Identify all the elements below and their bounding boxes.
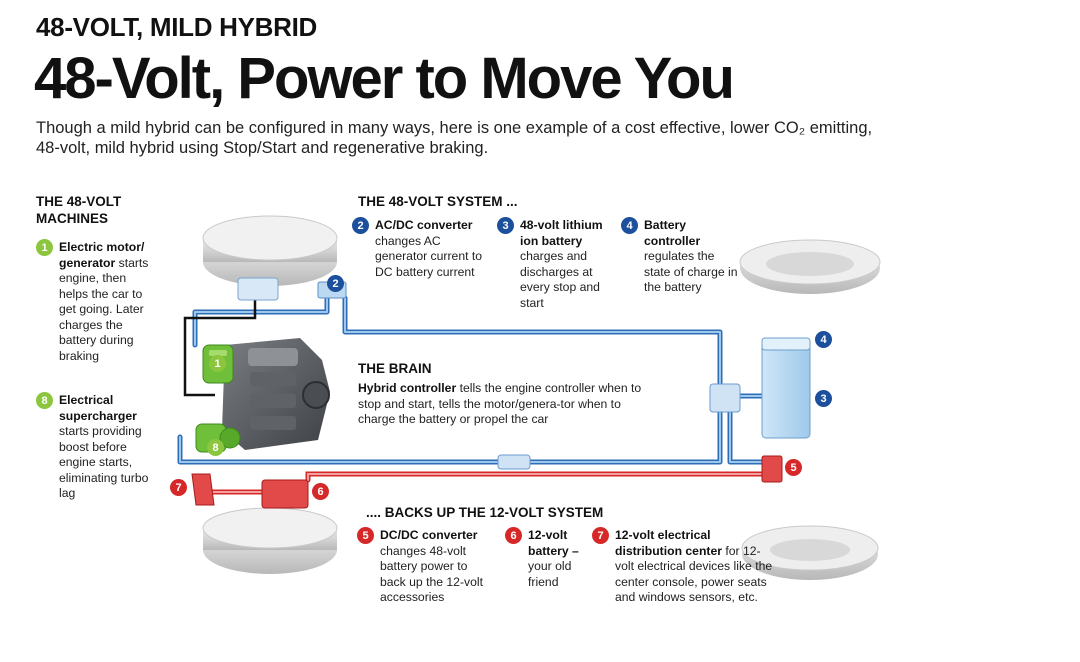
system-item-2: 2 AC/DC converter changes AC generator c… [352, 217, 487, 280]
subtitle: Though a mild hybrid can be configured i… [36, 119, 873, 157]
marker-3: 3 [815, 390, 832, 407]
dcdc-converter-unit [761, 455, 783, 483]
system-item-4: 4 Battery controller regulates the state… [621, 217, 739, 296]
12-volt-wiring [207, 471, 773, 495]
system-item-3-text: charges and discharges at every stop and… [520, 249, 600, 310]
inline-module [497, 454, 531, 470]
machine-item-1-title: Electric motor/ generator [59, 240, 145, 270]
brain-text: tells the engine controller when to stop… [358, 381, 642, 426]
backup-item-7-text: for 12-volt electrical devices like the … [615, 543, 773, 605]
system-item-4-text: regulates the state of charge in the bat… [644, 249, 738, 294]
marker-6: 6 [312, 483, 329, 500]
system-item-4-title: Battery controller [644, 218, 701, 248]
marker-2: 2 [327, 275, 344, 292]
backup-item-5-number: 5 [357, 527, 374, 544]
distribution-center-unit [191, 473, 215, 506]
engine-block [222, 338, 330, 450]
backup-item-6-title: 12-volt battery – [528, 528, 579, 558]
lithium-battery-unit [761, 337, 811, 439]
machine-item-8-title: Electrical supercharger [59, 393, 137, 423]
brain-title: Hybrid controller [358, 381, 457, 395]
12v-battery-unit [261, 479, 309, 509]
rear-right-tire [741, 525, 879, 580]
system-item-2-title: AC/DC converter [375, 218, 473, 232]
system-item-4-number: 4 [621, 217, 638, 234]
machines-heading-line1: THE 48-VOLT [36, 194, 122, 209]
system-item-2-text: changes AC generator current to DC batte… [375, 233, 483, 279]
machine-item-8: 8 Electrical supercharger starts providi… [36, 392, 154, 502]
system-item-3-title: 48-volt lithium ion battery [520, 218, 603, 248]
backup-item-6-number: 6 [505, 527, 522, 544]
system-item-3: 3 48-volt lithium ion battery charges an… [497, 217, 615, 311]
system-item-2-number: 2 [352, 217, 369, 234]
backup-item-6-text: your old friend [528, 559, 572, 589]
rear-left-tire [202, 507, 338, 574]
marker-1: 1 [209, 355, 226, 372]
machine-item-8-number: 8 [36, 392, 53, 409]
backup-item-7-number: 7 [592, 527, 609, 544]
machine-item-1-number: 1 [36, 239, 53, 256]
machine-item-8-text: starts providing boost before engine sta… [59, 424, 149, 500]
backup-heading: .... BACKS UP THE 12-VOLT SYSTEM [366, 505, 604, 520]
backup-item-7-title: 12-volt electrical distribution center [615, 528, 722, 558]
signal-cable [183, 298, 257, 397]
kicker: 48-VOLT, MILD HYBRID [36, 12, 317, 42]
front-right-tire [739, 239, 881, 294]
front-left-tire [202, 215, 338, 286]
marker-7: 7 [170, 479, 187, 496]
backup-item-5-text: changes 48-volt battery power to back up… [380, 543, 483, 605]
marker-8: 8 [207, 439, 224, 456]
machine-item-1: 1 Electric motor/ generator starts engin… [36, 239, 154, 364]
marker-4: 4 [815, 331, 832, 348]
machines-heading-line2: MACHINES [36, 211, 109, 226]
backup-item-5: 5 DC/DC converter changes 48-volt batter… [357, 527, 492, 606]
brain-description: Hybrid controller tells the engine contr… [358, 381, 658, 428]
machine-item-1-text: starts engine, then helps the car to get… [59, 255, 149, 363]
backup-item-6: 6 12-volt battery – your old friend [505, 527, 589, 590]
brain-heading: THE BRAIN [358, 361, 432, 376]
system-heading: THE 48-VOLT SYSTEM ... [358, 194, 518, 209]
backup-item-5-title: DC/DC converter [380, 528, 478, 542]
backup-item-7: 7 12-volt electrical distribution center… [592, 527, 778, 606]
marker-5: 5 [785, 459, 802, 476]
page-title: 48-Volt, Power to Move You [34, 46, 735, 111]
hybrid-controller-unit [709, 383, 741, 413]
machines-heading: THE 48-VOLT MACHINES [36, 193, 121, 227]
system-item-3-number: 3 [497, 217, 514, 234]
